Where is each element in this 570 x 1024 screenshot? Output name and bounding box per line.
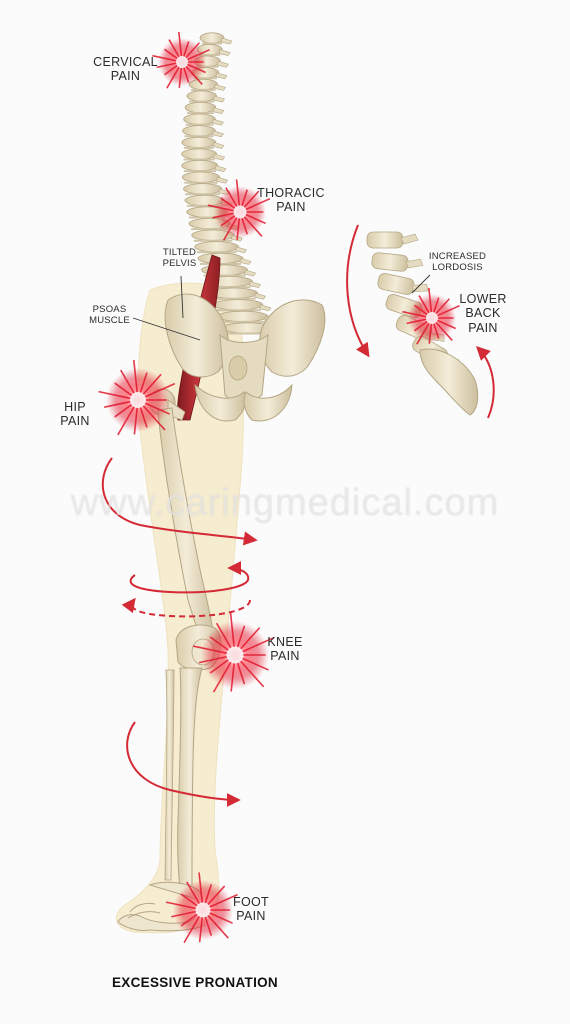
vertebra bbox=[182, 125, 224, 138]
pelvis-bone bbox=[164, 293, 326, 422]
vertebra bbox=[181, 136, 225, 149]
vertebra bbox=[184, 102, 225, 115]
knee-pain-burst bbox=[192, 612, 275, 693]
lumbar-vertebra bbox=[366, 231, 419, 249]
vertebra bbox=[181, 148, 226, 161]
lumbar-vertebra bbox=[371, 252, 424, 272]
diagram-title: EXCESSIVE PRONATION bbox=[112, 975, 278, 990]
vertebra bbox=[181, 171, 229, 184]
vertebra bbox=[197, 252, 252, 265]
vertebra bbox=[199, 32, 233, 45]
psoas-pointer bbox=[132, 317, 201, 341]
thoracic-pain-burst bbox=[207, 179, 271, 241]
vertebra bbox=[183, 113, 224, 126]
tilted-pelvis-pointer bbox=[180, 275, 184, 319]
lordosis-arrow-right bbox=[476, 346, 495, 419]
thigh-rotation-arrow-dashed bbox=[121, 597, 251, 618]
lordosis-arrow-left bbox=[346, 224, 370, 358]
foot-pain-burst bbox=[165, 872, 238, 944]
rotation-arrows bbox=[101, 224, 495, 807]
watermark: www.caringmedical.com bbox=[70, 482, 500, 524]
vertebra bbox=[181, 160, 227, 173]
hip-rotation-arrow bbox=[101, 457, 258, 546]
sacrum-inset bbox=[419, 348, 479, 416]
vertebra bbox=[194, 241, 247, 254]
lower-back-pain-burst bbox=[402, 287, 460, 345]
hip-pain-burst bbox=[98, 359, 176, 436]
shin-rotation-arrow bbox=[126, 721, 241, 807]
lumbar-vertebra bbox=[377, 273, 429, 295]
vertebra bbox=[213, 299, 272, 312]
cervical-pain-burst bbox=[152, 31, 210, 89]
thigh-rotation-arrow-top bbox=[129, 561, 250, 594]
lordosis-pointer bbox=[411, 274, 431, 294]
vertebra bbox=[186, 90, 225, 103]
